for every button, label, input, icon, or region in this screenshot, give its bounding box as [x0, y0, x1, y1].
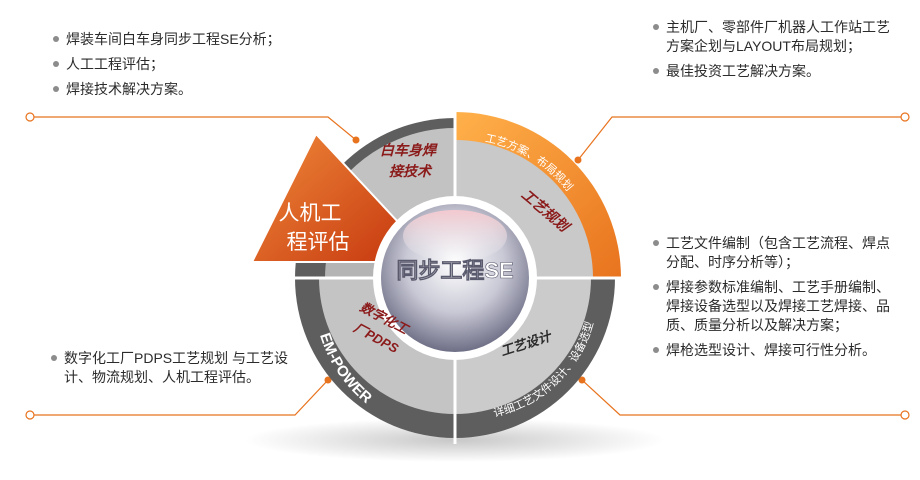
bullet-item: 主机厂、零部件厂机器人工作站工艺方案企划与LAYOUT布局规划； — [652, 18, 897, 56]
label-ergonomics-line2: 程评估 — [287, 231, 350, 254]
bullet-item: 数字化工厂PDPS工艺规划 与工艺设计、物流规划、人机工程评估。 — [50, 349, 290, 387]
bullet-item: 焊接参数标准编制、工艺手册编制、焊接设备选型以及焊接工艺焊接、品质、质量分析以及… — [652, 278, 892, 335]
bullets-top-left: 焊装车间白车身同步工程SE分析； 人工工程评估； 焊接技术解决方案。 — [52, 30, 352, 105]
connector-top-right — [577, 116, 905, 161]
bullet-item: 工艺文件编制（包含工艺流程、焊点分配、时序分析等）； — [652, 234, 892, 272]
bullet-item: 人工工程评估； — [52, 55, 352, 74]
label-body-welding-line1: 白车身焊 — [380, 142, 438, 158]
hub-highlight — [403, 210, 507, 262]
connector-end-circles — [25, 112, 910, 420]
bullets-top-right: 主机厂、零部件厂机器人工作站工艺方案企划与LAYOUT布局规划； 最佳投资工艺解… — [652, 18, 897, 87]
label-ergonomics-line1: 人机工 — [279, 202, 342, 225]
bullet-item: 焊枪选型设计、焊接可行性分析。 — [652, 341, 892, 360]
bullets-right: 工艺文件编制（包含工艺流程、焊点分配、时序分析等）； 焊接参数标准编制、工艺手册… — [652, 234, 892, 366]
segment-process-design — [455, 278, 591, 414]
connector-top-left — [30, 116, 357, 141]
bullet-item: 焊接技术解决方案。 — [52, 80, 352, 99]
bullet-item: 最佳投资工艺解决方案。 — [652, 62, 897, 81]
connector-lines — [30, 116, 905, 416]
hub-title: 同步工程SE — [396, 258, 513, 283]
connector-anchor-dots — [324, 136, 586, 384]
connector-bottom-left — [30, 379, 329, 416]
bullet-item: 焊装车间白车身同步工程SE分析； — [52, 30, 352, 49]
segment-process-planning-inner — [455, 140, 593, 278]
connector-right — [581, 379, 905, 416]
label-body-welding-line2: 接技术 — [389, 163, 433, 179]
bullets-bottom-left: 数字化工厂PDPS工艺规划 与工艺设计、物流规划、人机工程评估。 — [50, 349, 290, 393]
segment-digital-factory — [319, 278, 455, 414]
segment-separators — [295, 112, 621, 444]
